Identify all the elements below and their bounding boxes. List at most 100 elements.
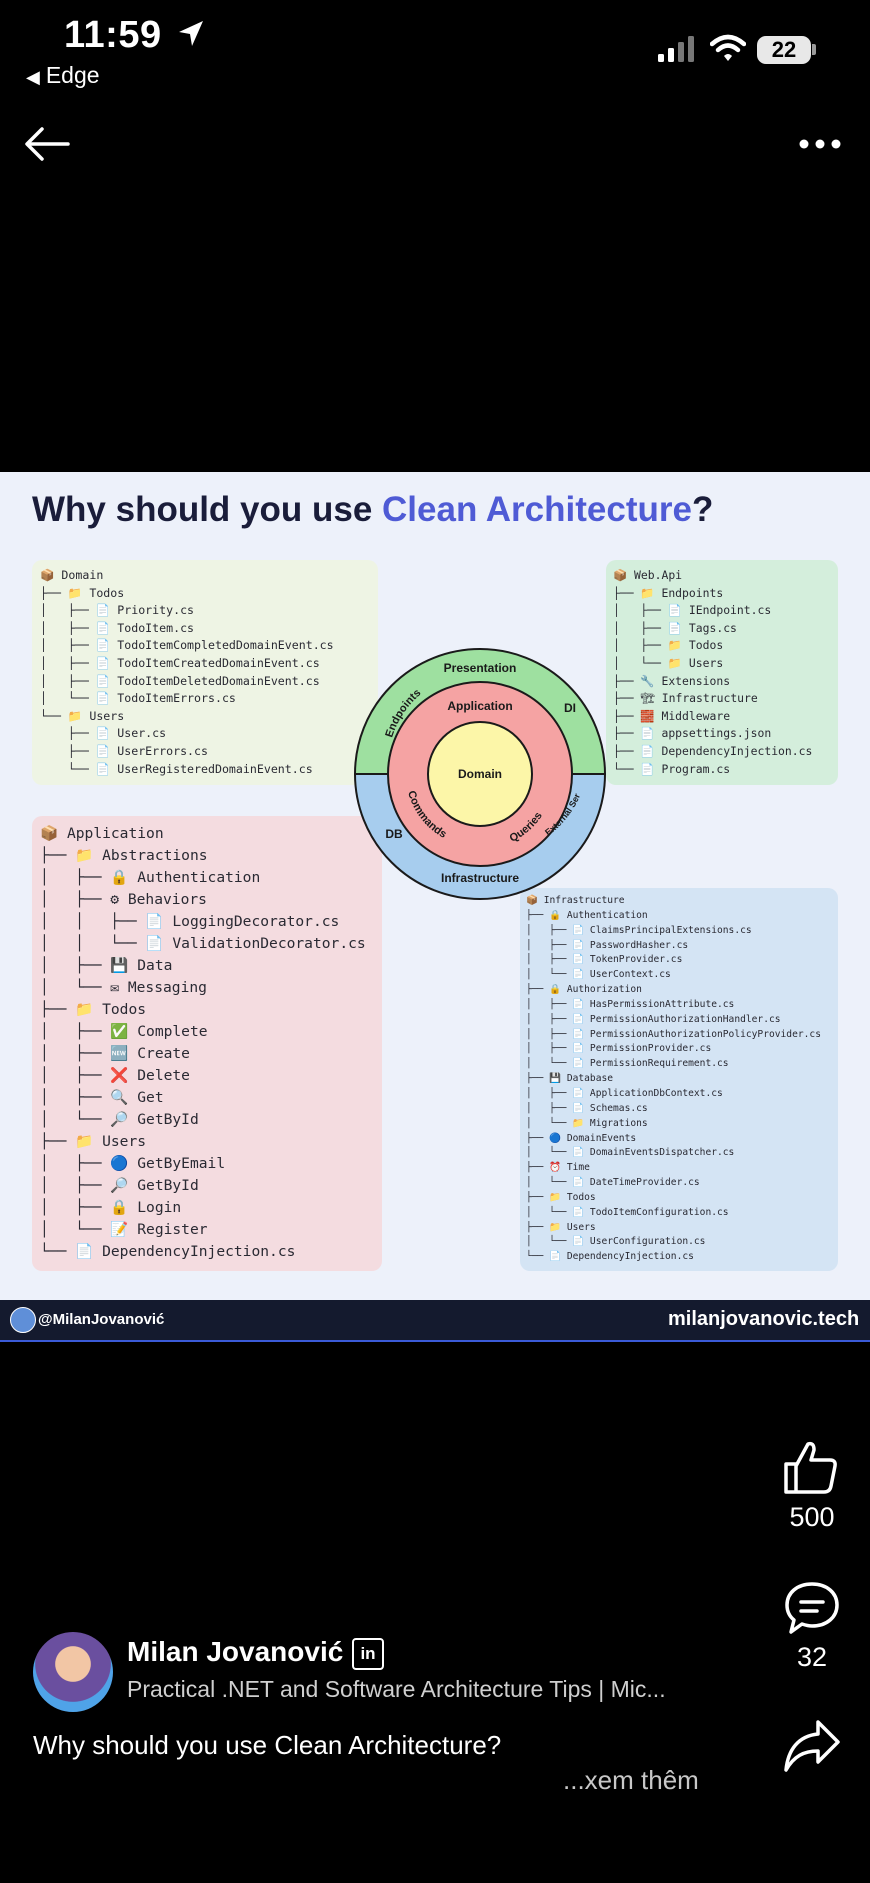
tree-row: └── 📁 Users	[40, 708, 125, 723]
tree-row: │ ├── 📁 Todos	[613, 638, 724, 653]
tree-row: └── 📄 UserRegisteredDomainEvent.cs	[40, 761, 313, 776]
footer-site: milanjovanovic.tech	[668, 1308, 860, 1330]
tree-row: │ ├── 🔒 Login	[40, 1199, 182, 1216]
domain-panel	[32, 560, 378, 785]
back-arrow-icon[interactable]	[24, 126, 70, 162]
tree-row: 📦 Application	[40, 825, 164, 842]
infrastructure-label: Infrastructure	[441, 871, 519, 885]
tree-row: │ ├── 📄 ClaimsPrincipalExtensions.cs	[526, 924, 752, 936]
tree-row: │ └── 📄 UserContext.cs	[526, 969, 671, 981]
tree-row: ├── 📁 Todos	[526, 1191, 596, 1203]
clean-architecture-diagram: Presentation Endpoints DI Application Do…	[352, 646, 607, 900]
tree-row: │ ├── 📄 PermissionAuthorizationHandler.c…	[526, 1013, 781, 1025]
tree-row: │ ├── ⚙ Behaviors	[40, 891, 207, 908]
tree-row: │ ├── 📄 TodoItem.cs	[40, 620, 195, 635]
infrastructure-tree: 📦 Infrastructure ├── 🔒 Authentication │ ├─…	[526, 894, 821, 1265]
tree-row: │ └── 📄 DateTimeProvider.cs	[526, 1177, 700, 1189]
tree-row: │ └── 📄 TodoItemErrors.cs	[40, 691, 236, 706]
domain-label: Domain	[458, 767, 502, 781]
tree-row: ├── 🏗 Infrastructure	[613, 691, 758, 706]
tree-row: ├── 📁 Todos	[40, 585, 125, 600]
tree-row: │ ├── 💾 Data	[40, 957, 173, 974]
tree-row: │ ├── 📄 ApplicationDbContext.cs	[526, 1087, 723, 1099]
tree-row: │ ├── 🔵 GetByEmail	[40, 1155, 226, 1172]
tree-row: 📦 Infrastructure	[526, 895, 625, 906]
post-caption: Why should you use Clean Architecture?	[33, 1730, 502, 1760]
tree-row: ├── 🔒 Authentication	[526, 909, 648, 921]
back-to-app-link[interactable]: ◀Edge	[26, 62, 100, 89]
domain-core	[427, 721, 533, 827]
di-label: DI	[564, 701, 576, 715]
tree-row: 📦 Domain	[40, 568, 104, 582]
infrastructure-panel	[520, 888, 838, 1271]
tree-row: │ └── 📄 PermissionRequirement.cs	[526, 1058, 729, 1070]
tree-row: ├── 📄 DependencyInjection.cs	[613, 743, 813, 758]
tree-row: │ ├── 📄 PermissionAuthorizationPolicyPro…	[526, 1028, 821, 1040]
tree-row: │ ├── 📄 Tags.cs	[613, 620, 737, 635]
webapi-tree: 📦 Web.Api├── 📁 Endpoints│ ├── 📄 IEndpoin…	[613, 567, 812, 778]
cellular-signal-icon	[658, 36, 694, 62]
battery-nub	[812, 44, 816, 55]
tree-row: 📦 Web.Api	[613, 568, 683, 582]
image-title: Why should you use Clean Architecture?	[32, 490, 713, 530]
comment-icon[interactable]	[783, 1580, 841, 1636]
more-options-icon[interactable]	[798, 138, 842, 150]
tree-row: │ │ ├── 📄 LoggingDecorator.cs	[40, 913, 340, 930]
tree-row: │ └── 📄 TodoItemConfiguration.cs	[526, 1206, 729, 1218]
tree-row: ├── 📄 appsettings.json	[613, 726, 772, 741]
battery-indicator: 22	[757, 36, 811, 64]
application-panel	[32, 816, 382, 1271]
battery-level: 22	[771, 37, 797, 62]
presentation-label: Presentation	[444, 661, 517, 675]
share-icon[interactable]	[782, 1718, 842, 1774]
tree-row: ├── 🔵 DomainEvents	[526, 1132, 637, 1144]
linkedin-icon: in	[352, 1638, 384, 1670]
comment-count: 32	[796, 1642, 828, 1672]
author-headline: Practical .NET and Software Architecture…	[127, 1676, 666, 1702]
footer-handle: @MilanJovanović	[38, 1311, 165, 1328]
like-count: 500	[789, 1502, 835, 1532]
tree-row: │ └── ✉ Messaging	[40, 979, 207, 996]
tree-row: │ ├── 📄 HasPermissionAttribute.cs	[526, 998, 735, 1010]
application-label: Application	[447, 699, 512, 713]
db-label: DB	[385, 827, 403, 841]
tree-row: └── 📄 DependencyInjection.cs	[526, 1251, 694, 1263]
tree-row: ├── 📁 Abstractions	[40, 847, 208, 864]
tree-row: │ └── 📝 Register	[40, 1221, 208, 1238]
see-more-link[interactable]: ...xem thêm	[563, 1765, 699, 1795]
tree-row: │ ├── ❌ Delete	[40, 1067, 190, 1084]
back-triangle-icon: ◀	[26, 67, 40, 87]
status-time: 11:59	[64, 14, 205, 57]
tree-row: │ ├── 📄 TodoItemCompletedDomainEvent.cs	[40, 638, 334, 653]
tree-row: │ ├── 🔒 Authentication	[40, 869, 261, 886]
tree-row: ├── 📁 Todos	[40, 1001, 147, 1018]
tree-row: │ │ └── 📄 ValidationDecorator.cs	[40, 935, 366, 952]
tree-row: ├── 📁 Users	[526, 1221, 596, 1233]
tree-row: │ ├── 📄 Schemas.cs	[526, 1102, 648, 1114]
tree-row: ├── 🔧 Extensions	[613, 673, 731, 688]
tree-row: ├── 📁 Endpoints	[613, 585, 724, 600]
location-arrow-icon	[178, 21, 203, 46]
author-name[interactable]: Milan Jovanović	[127, 1636, 344, 1667]
image-title-accent: Clean Architecture	[382, 490, 692, 529]
image-title-prefix: Why should you use	[32, 490, 383, 529]
tree-row: │ ├── 📄 PasswordHasher.cs	[526, 939, 689, 951]
tree-row: │ ├── 🔎 GetById	[40, 1177, 199, 1194]
tree-row: │ ├── 📄 TokenProvider.cs	[526, 954, 683, 966]
tree-row: │ ├── 📄 TodoItemDeletedDomainEvent.cs	[40, 673, 320, 688]
tree-row: ├── ⏰ Time	[526, 1162, 590, 1174]
like-thumbs-up-icon[interactable]	[782, 1438, 840, 1496]
tree-row: │ ├── ✅ Complete	[40, 1023, 208, 1040]
tree-row: │ └── 📁 Migrations	[526, 1117, 648, 1129]
webapi-panel	[606, 560, 838, 785]
tree-row: ├── 💾 Database	[526, 1073, 614, 1085]
tree-row: │ └── 📄 DomainEventsDispatcher.cs	[526, 1147, 735, 1159]
image-footer	[0, 1300, 870, 1342]
author-avatar[interactable]	[33, 1632, 113, 1712]
tree-row: │ └── 📄 UserConfiguration.cs	[526, 1236, 706, 1248]
footer-avatar	[10, 1307, 36, 1333]
tree-row: │ ├── 📄 PermissionProvider.cs	[526, 1043, 712, 1055]
tree-row: ├── 🧱 Middleware	[613, 708, 731, 723]
tree-row: └── 📄 Program.cs	[613, 761, 731, 776]
tree-row: │ ├── 🆕 Create	[40, 1045, 190, 1062]
